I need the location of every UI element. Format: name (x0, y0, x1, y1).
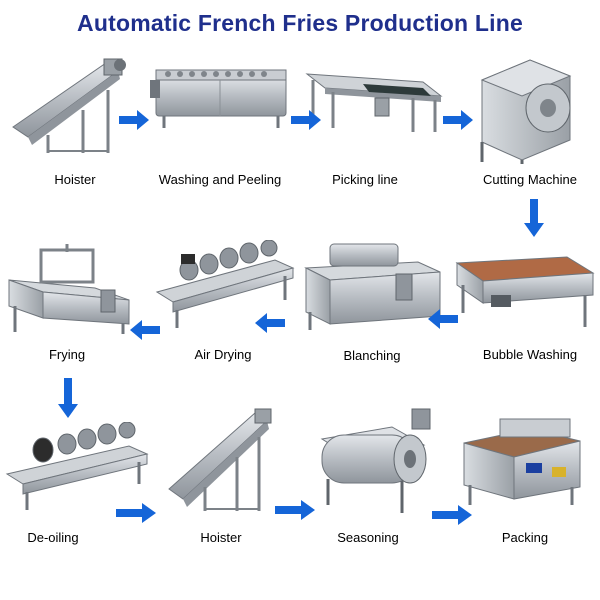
step-label-frying: Frying (48, 347, 86, 362)
hoister-2-machine-image (165, 405, 285, 513)
step-label-cutting-machine: Cutting Machine (483, 172, 577, 187)
arrow-right-2 (291, 110, 321, 130)
diagram-title: Automatic French Fries Production Line (77, 10, 523, 36)
cutting-machine-image (470, 56, 585, 164)
arrow-left-1 (428, 309, 458, 329)
picking-line-machine-image (303, 62, 445, 134)
arrow-left-3 (130, 320, 160, 340)
step-label-air-drying: Air Drying (194, 347, 252, 362)
arrow-left-2 (255, 313, 285, 333)
arrow-down-1 (524, 199, 544, 237)
de-oiling-machine-image (5, 422, 150, 512)
step-label-washing-and-peeling: Washing and Peeling (158, 172, 282, 187)
step-label-bubble-washing: Bubble Washing (482, 347, 578, 362)
arrow-right-6 (432, 505, 472, 525)
step-label-hoister-2: Hoister (200, 530, 242, 545)
arrow-down-2 (58, 378, 78, 418)
bubble-washing-machine-image (455, 243, 595, 331)
air-drying-machine-image (155, 240, 295, 330)
step-label-picking-line: Picking line (332, 172, 398, 187)
step-label-seasoning: Seasoning (337, 530, 399, 545)
packing-machine-image (460, 415, 588, 507)
step-label-blanching: Blanching (343, 348, 401, 363)
arrow-right-3 (443, 110, 473, 130)
seasoning-machine-image (312, 405, 437, 515)
arrow-right-5 (275, 500, 315, 520)
hoister-machine-image (8, 55, 133, 155)
arrow-right-1 (119, 110, 149, 130)
blanching-machine-image (300, 238, 445, 333)
arrow-right-4 (116, 503, 156, 523)
step-label-de-oiling: De-oiling (27, 530, 79, 545)
step-label-packing: Packing (501, 530, 549, 545)
frying-machine-image (5, 240, 133, 335)
washing-peeling-machine-image (150, 62, 292, 130)
step-label-hoister: Hoister (54, 172, 96, 187)
